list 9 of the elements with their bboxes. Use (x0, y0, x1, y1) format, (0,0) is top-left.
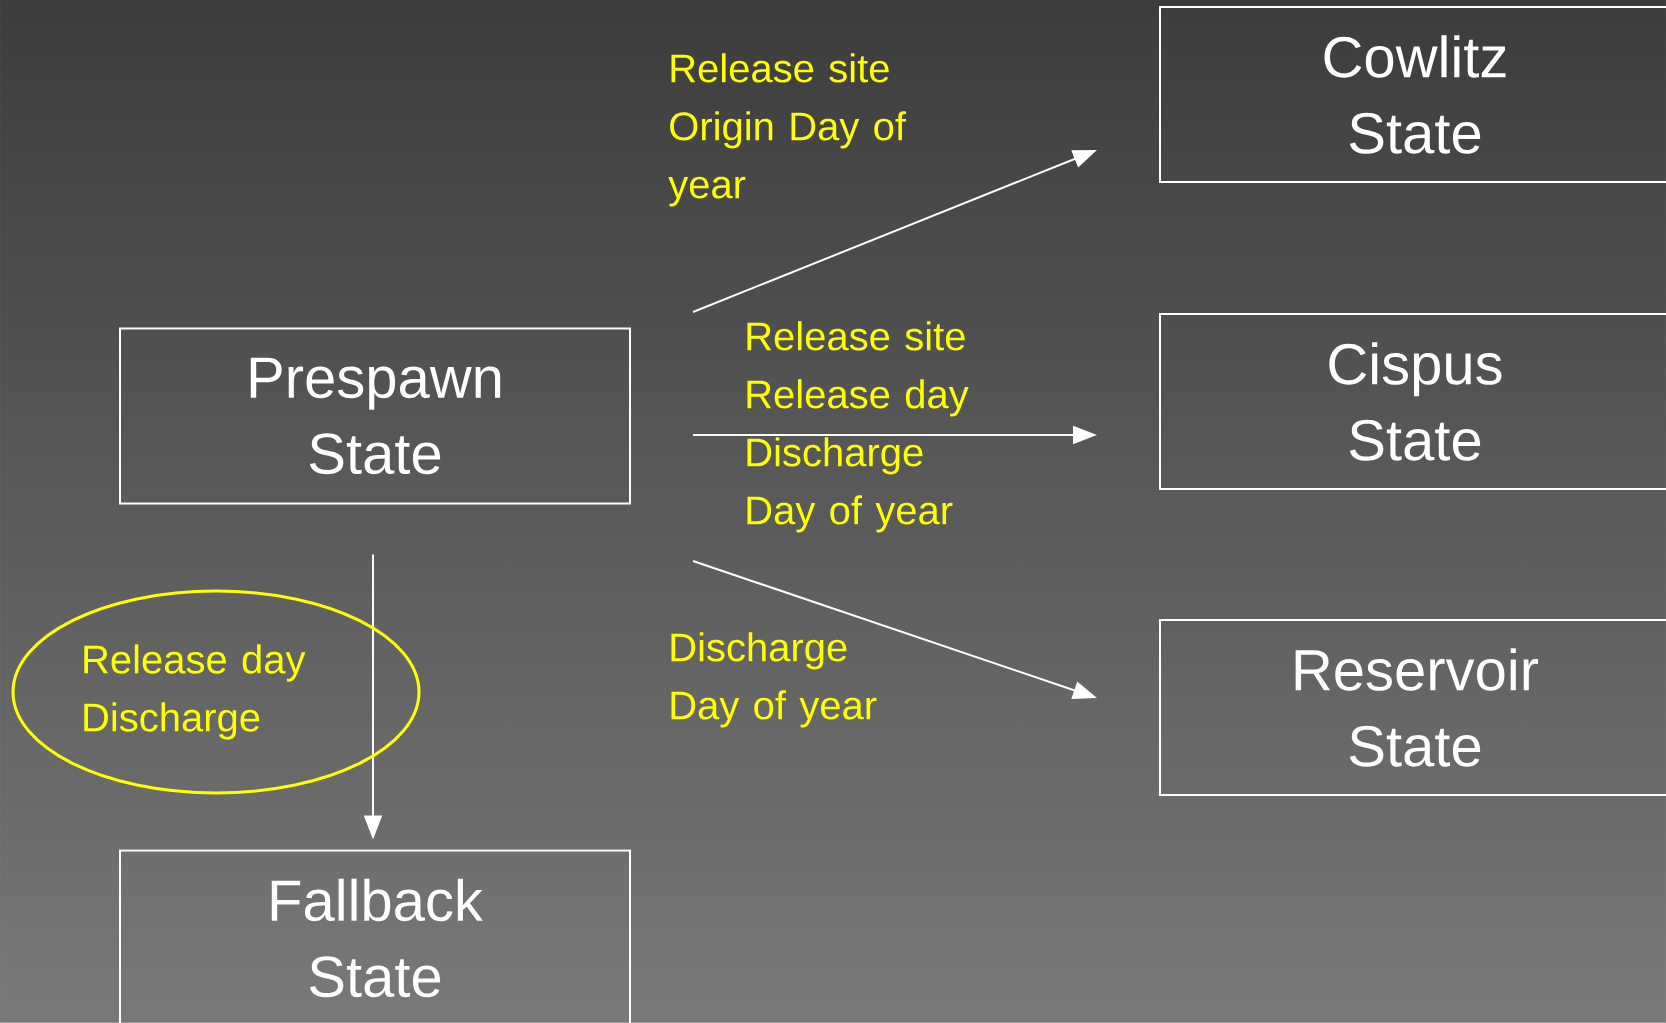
edge-label: Release site Origin Day of year (668, 53, 907, 207)
circled-edge-label: Release day Discharge (11, 589, 421, 795)
state-box: Prespawn State (119, 327, 631, 505)
state-box: Reservoir State (1159, 619, 1666, 796)
edge-label: Discharge Day of year (671, 632, 877, 728)
state-box: Fallback State (119, 849, 631, 1023)
edge-label: Release site Release day Discharge Day of year (747, 321, 969, 533)
state-box: Cispus State (1159, 313, 1666, 490)
state-box: Cowlitz State (1159, 6, 1666, 183)
